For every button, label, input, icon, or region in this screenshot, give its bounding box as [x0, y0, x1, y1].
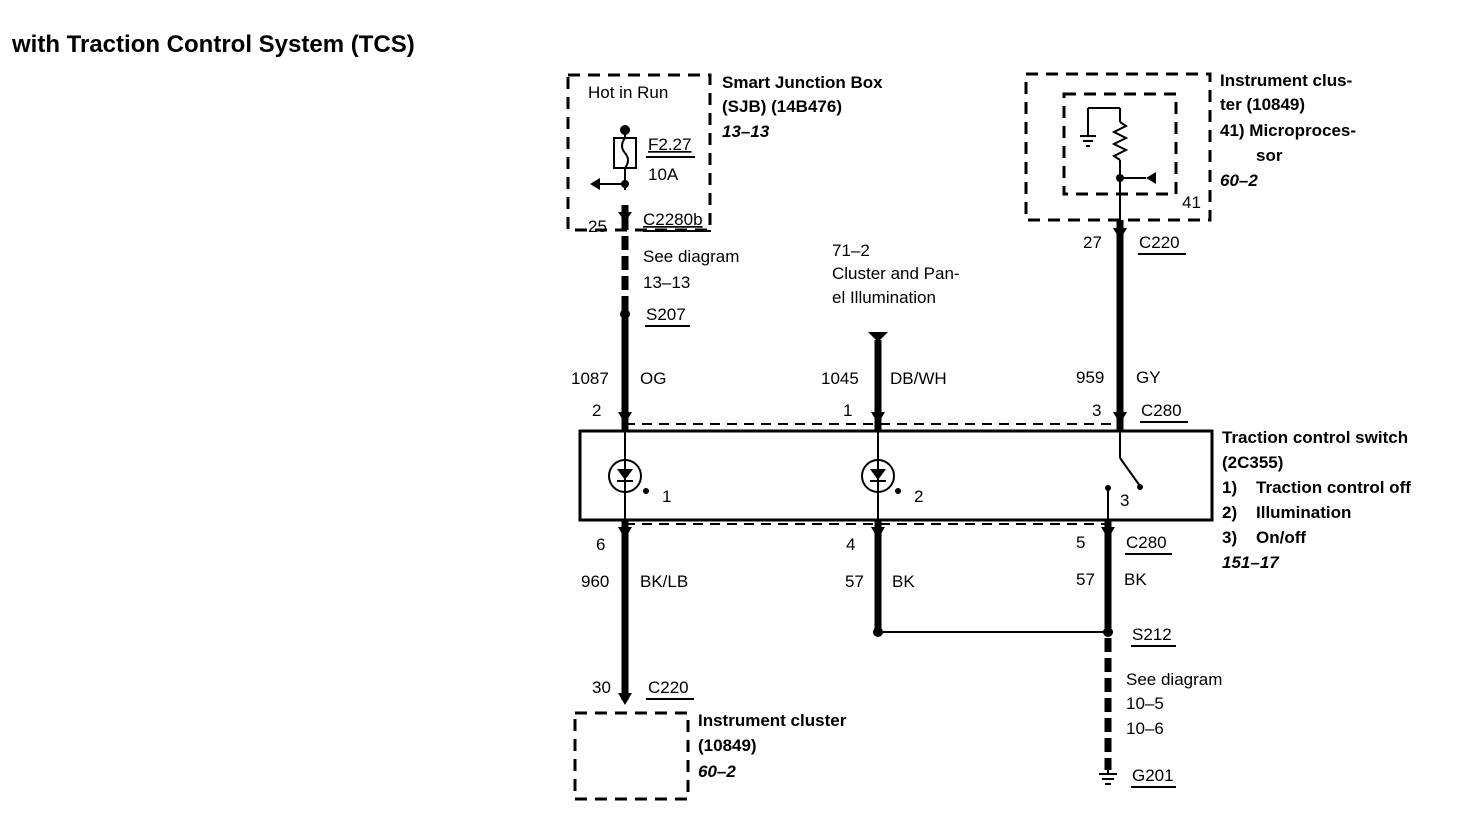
right-ground: G201: [1132, 766, 1174, 785]
mid-circuit: 1045: [821, 369, 859, 388]
instrument-cluster-top: 41: [1024, 72, 1212, 222]
right-color: GY: [1136, 368, 1161, 387]
mid-ref-line3: el Illumination: [832, 288, 936, 307]
ic-top-line3: 41) Microproces-: [1220, 121, 1356, 140]
left-splice: S207: [646, 305, 686, 324]
left-connector-c220: C220: [648, 678, 689, 697]
right-circuit-bottom: 57: [1076, 570, 1095, 589]
switch-icon: [1105, 431, 1143, 520]
left-pin-c280-top: 2: [592, 401, 601, 420]
led-icon: [861, 459, 901, 494]
right-color-bottom: BK: [1124, 570, 1147, 589]
right-see-line1: See diagram: [1126, 670, 1222, 689]
left-pin-top: 25: [588, 217, 607, 236]
right-splice: S212: [1132, 625, 1172, 644]
right-pin-c280-bottom: 5: [1076, 533, 1085, 552]
left-pin-c280-bottom: 6: [596, 535, 605, 554]
tcs-name-line2: (2C355): [1222, 453, 1283, 472]
resistor-icon: [1111, 121, 1129, 161]
left-see-line1: See diagram: [643, 247, 739, 266]
left-color-bottom: BK/LB: [640, 572, 688, 591]
ic-top-ref: 60–2: [1220, 171, 1258, 190]
sjb-ref: 13–13: [722, 122, 770, 141]
right-circuit-wire: [1099, 220, 1127, 785]
lamp1-label: 1: [662, 487, 671, 506]
right-pin-c280-top: 3: [1092, 401, 1101, 420]
right-circuit: 959: [1076, 368, 1104, 387]
left-circuit-bottom: 960: [581, 572, 609, 591]
left-circuit-wire: [618, 205, 632, 705]
sjb-name-line2: (SJB) (14B476): [722, 97, 842, 116]
sjb-name-line1: Smart Junction Box: [722, 73, 883, 92]
traction-control-switch: 1 2 3: [578, 423, 1214, 525]
right-connector-c280-bottom: C280: [1126, 533, 1167, 552]
ic-top-line1: Instrument clus-: [1220, 71, 1352, 90]
switch3-label: 3: [1120, 491, 1129, 510]
hot-in-run-label: Hot in Run: [588, 83, 668, 102]
lamp2-label: 2: [914, 487, 923, 506]
right-see-line2: 10–5: [1126, 694, 1164, 713]
mid-pin-c280-bottom: 4: [846, 535, 855, 554]
ic-bottom-line1: Instrument cluster: [698, 711, 847, 730]
mid-color-bottom: BK: [892, 572, 915, 591]
ground-icon: [1099, 770, 1117, 785]
mid-ref-line1: 71–2: [832, 241, 870, 260]
right-connector-c280-top: C280: [1141, 401, 1182, 420]
mid-circuit-bottom: 57: [845, 572, 864, 591]
left-circuit: 1087: [571, 369, 609, 388]
smart-junction-box: Hot in Run F2.27 10A: [566, 73, 712, 232]
mid-pin-c280-top: 1: [843, 401, 852, 420]
mid-color: DB/WH: [890, 369, 947, 388]
right-connector-c220: C220: [1139, 233, 1180, 252]
tcs-item1: 1) Traction control off: [1222, 478, 1411, 497]
fuse-rating: 10A: [648, 165, 679, 184]
left-color: OG: [640, 369, 666, 388]
tcs-item2: 2) Illumination: [1222, 503, 1351, 522]
ic-bottom-line2: (10849): [698, 736, 757, 755]
tcs-ref: 151–17: [1222, 553, 1280, 572]
ic-bottom-ref: 60–2: [698, 762, 736, 781]
diagram-title: with Traction Control System (TCS): [11, 31, 415, 58]
led-icon: [608, 459, 649, 494]
instrument-cluster-bottom: [573, 711, 690, 801]
left-connector-top: C2280b: [643, 210, 703, 229]
tcs-name-line1: Traction control switch: [1222, 428, 1408, 447]
left-pin-c220: 30: [592, 678, 611, 697]
ic-top-line4: sor: [1256, 146, 1283, 165]
right-pin-c220: 27: [1083, 233, 1102, 252]
arrow-icon: [868, 332, 888, 342]
fuse-icon: [590, 125, 637, 190]
tcs-item3: 3) On/off: [1222, 528, 1306, 547]
ic-top-line2: ter (10849): [1220, 95, 1305, 114]
middle-circuit-wire: [868, 332, 1108, 637]
left-see-line2: 13–13: [643, 273, 690, 292]
ground-icon: [1080, 108, 1096, 147]
mid-ref-line2: Cluster and Pan-: [832, 264, 960, 283]
fuse-id: F2.27: [648, 135, 691, 154]
ic-top-pin: 41: [1182, 193, 1201, 212]
right-see-line3: 10–6: [1126, 719, 1164, 738]
